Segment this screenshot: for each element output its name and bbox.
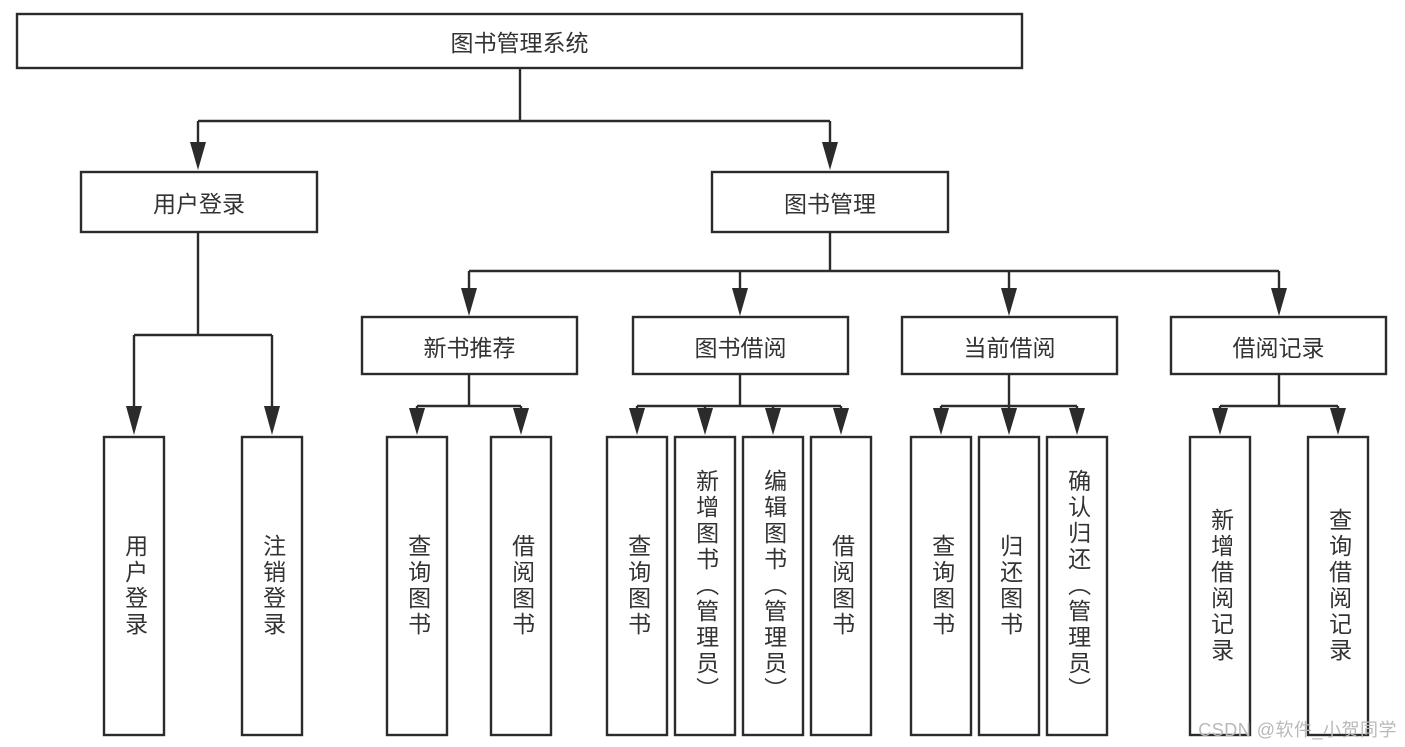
arrow-head-leaf-book-borrow-4 (833, 408, 849, 435)
arrow-head-borrow-record (1271, 288, 1287, 316)
node-box-layer (15, 12, 1388, 737)
node-book-borrow[interactable] (631, 315, 850, 376)
node-borrow-record[interactable] (1169, 315, 1388, 376)
node-root[interactable] (15, 12, 1024, 70)
arrow-head-leaf-book-borrow-1 (629, 408, 645, 435)
arrow-head-leaf-new-book-1 (409, 408, 425, 435)
node-book-management[interactable] (710, 170, 950, 234)
arrow-head-leaf-new-book-2 (513, 408, 529, 435)
leaf-box-book-borrow-4[interactable] (809, 435, 873, 737)
arrow-head-leaf-current-borrow-3 (1069, 408, 1085, 435)
node-current-borrow[interactable] (900, 315, 1119, 376)
node-new-book-recommend[interactable] (360, 315, 579, 376)
arrow-head-user-login (190, 142, 206, 170)
arrow-head-book-mgmt (822, 142, 838, 170)
connector-layer (126, 68, 1346, 435)
arrow-head-current-borrow (1001, 288, 1017, 316)
arrow-head-new-book (461, 288, 477, 316)
arrow-head-leaf-user-login-1 (126, 406, 142, 435)
node-user-login[interactable] (79, 170, 319, 234)
leaf-box-user-login-2[interactable] (240, 435, 304, 737)
arrow-head-leaf-current-borrow-1 (933, 408, 949, 435)
arrow-head-leaf-borrow-record-2 (1330, 408, 1346, 435)
arrow-head-leaf-user-login-2 (264, 406, 280, 435)
leaf-box-new-book-1[interactable] (385, 435, 449, 737)
leaf-box-book-borrow-2[interactable] (673, 435, 737, 737)
arrow-head-leaf-borrow-record-1 (1212, 408, 1228, 435)
leaf-box-user-login-1[interactable] (102, 435, 166, 737)
arrow-head-leaf-book-borrow-2 (697, 408, 713, 435)
leaf-box-current-borrow-3[interactable] (1045, 435, 1109, 737)
leaf-box-borrow-record-1[interactable] (1188, 435, 1252, 737)
arrow-head-leaf-current-borrow-2 (1001, 408, 1017, 435)
leaf-box-current-borrow-2[interactable] (977, 435, 1041, 737)
leaf-box-book-borrow-3[interactable] (741, 435, 805, 737)
leaf-box-borrow-record-2[interactable] (1306, 435, 1370, 737)
arrow-head-book-borrow (732, 288, 748, 316)
watermark-text: CSDN @软件_小贺同学 (1198, 720, 1397, 740)
leaf-box-current-borrow-1[interactable] (909, 435, 973, 737)
leaf-box-new-book-2[interactable] (489, 435, 553, 737)
leaf-box-book-borrow-1[interactable] (605, 435, 669, 737)
arrow-head-leaf-book-borrow-3 (765, 408, 781, 435)
